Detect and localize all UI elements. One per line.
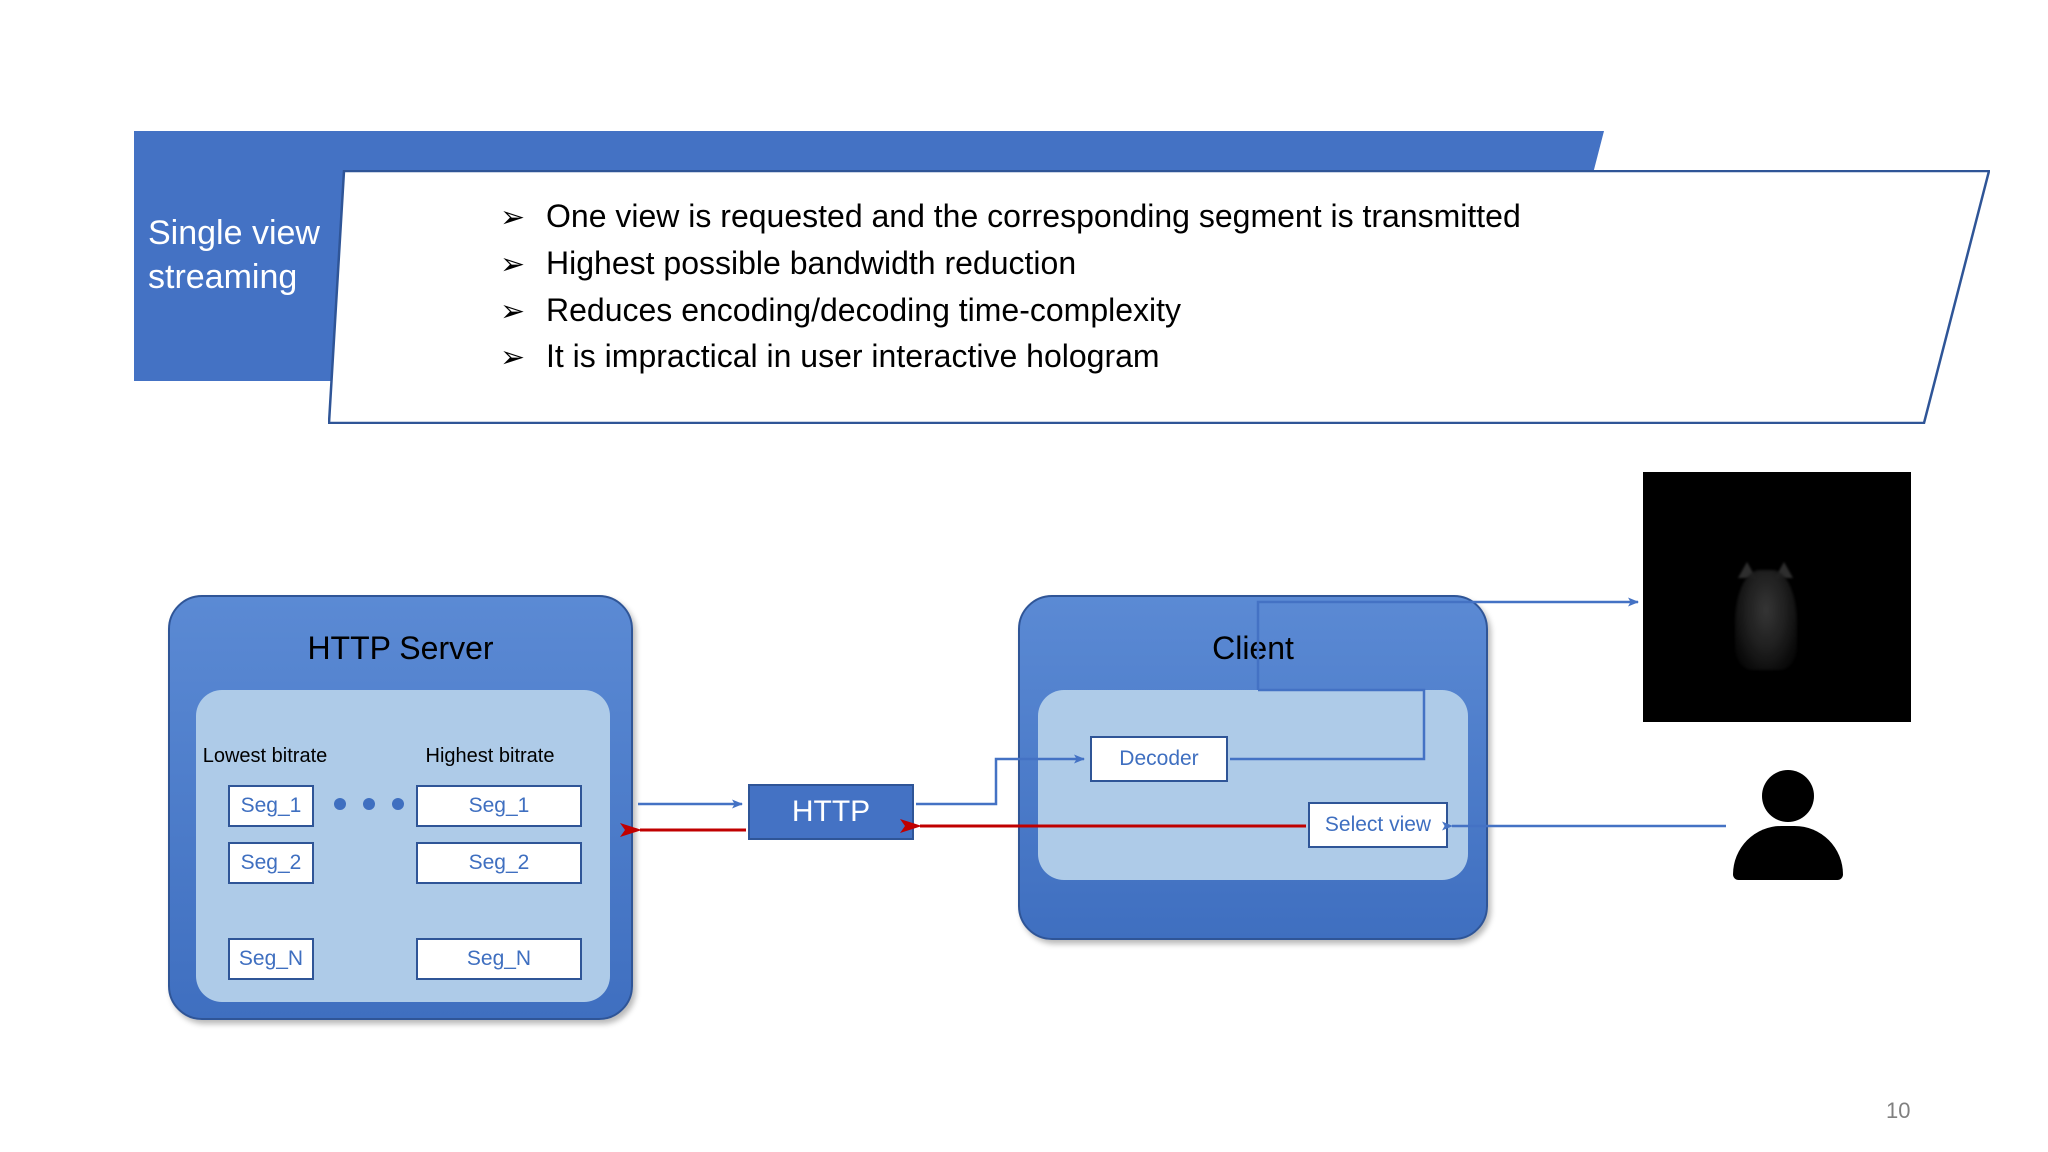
decoder-box: Decoder [1090,736,1228,782]
segment-box: Seg_2 [228,842,314,884]
bullet-text: Reduces encoding/decoding time-complexit… [546,291,1182,328]
bullet-list: ➢ One view is requested and the correspo… [500,198,1800,385]
client-inner-panel [1038,690,1468,880]
segment-box: Seg_2 [416,842,582,884]
bullet-text: Highest possible bandwidth reduction [546,244,1077,281]
client-title: Client [1212,630,1294,666]
page-title: Single view streaming [148,214,320,296]
highest-bitrate-label: Highest bitrate [425,745,555,767]
lowest-bitrate-label: Lowest bitrate [202,745,328,767]
bullet-text: One view is requested and the correspond… [546,198,1521,234]
arrowhead-bullet-icon: ➢ [500,247,526,281]
segment-box: Seg_1 [228,785,314,827]
segment-box: Seg_N [416,938,582,980]
bullet-item: ➢ One view is requested and the correspo… [500,198,1800,236]
bullet-text: It is impractical in user interactive ho… [546,338,1160,375]
segment-box: Seg_1 [416,785,582,827]
user-body-icon [1733,826,1843,880]
bullet-item: ➢ Highest possible bandwidth reduction [500,245,1800,283]
http-protocol-box: HTTP [748,784,914,840]
ellipsis-icon [334,798,404,810]
arrowhead-bullet-icon: ➢ [500,341,526,375]
bullet-item: ➢ Reduces encoding/decoding time-complex… [500,292,1800,330]
bullet-item: ➢ It is impractical in user interactive … [500,338,1800,376]
user-head-icon [1762,770,1814,822]
select-view-box: Select view [1308,802,1448,848]
video-preview-thumbnail [1643,472,1911,722]
arrowhead-bullet-icon: ➢ [500,294,526,328]
http-server-title: HTTP Server [307,630,494,666]
user-silhouette-icon [1730,770,1846,880]
segment-box: Seg_N [228,938,314,980]
arrowhead-bullet-icon: ➢ [500,201,526,234]
slide-number: 10 [1886,1098,1911,1123]
video-subject-kitten [1735,570,1797,670]
